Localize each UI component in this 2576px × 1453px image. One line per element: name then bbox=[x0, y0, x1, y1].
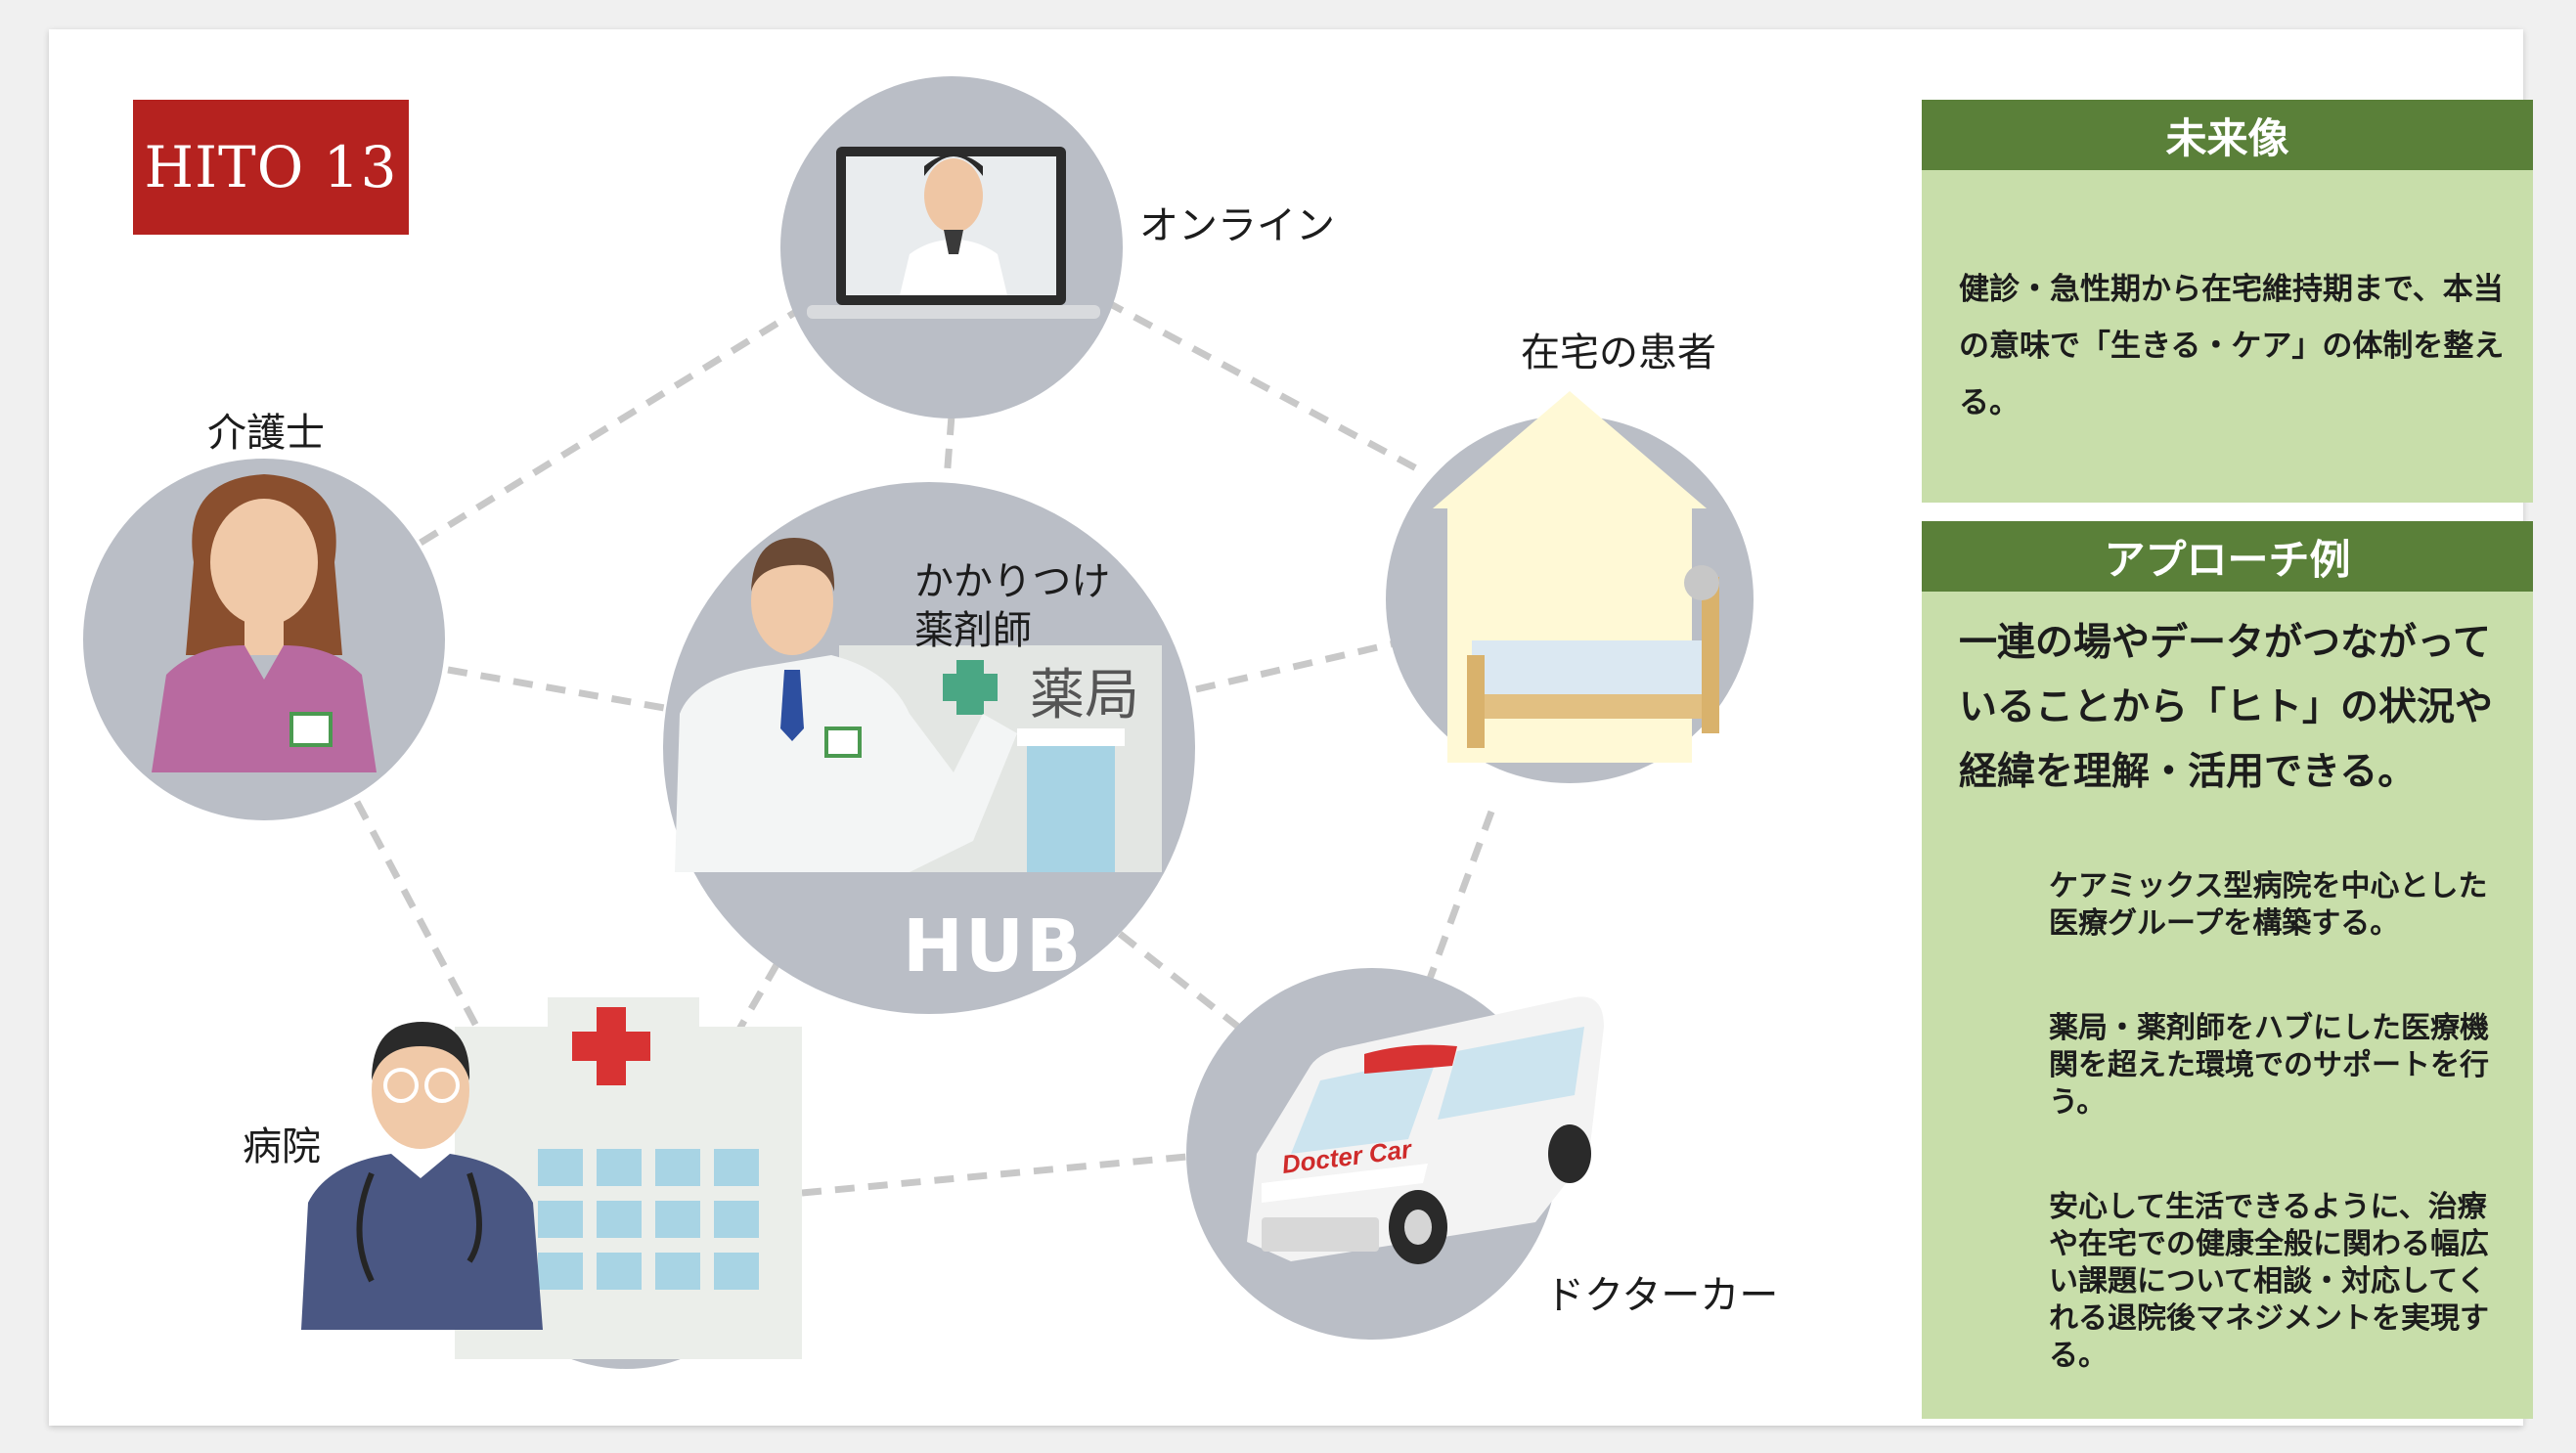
panel-approach-title: アプローチ例 bbox=[1922, 521, 2533, 592]
approach-item: ケアミックス型病院を中心とした医療グループを構築する。 bbox=[2049, 869, 2488, 941]
hub-node bbox=[663, 482, 1195, 1014]
online-doctor-face bbox=[924, 158, 983, 233]
hospital-cross-icon bbox=[572, 1007, 650, 1085]
hub-label-line1: かかりつけ bbox=[914, 559, 1111, 604]
hub-text: HUB bbox=[903, 904, 1084, 989]
hub-label-line2: 薬剤師 bbox=[914, 608, 1032, 653]
approach-item: 安心して生活できるように、治療や在宅での健康全般に関わる幅広い課題について相談・… bbox=[2049, 1190, 2489, 1373]
doctor-car-node: Docter Car bbox=[1186, 968, 1604, 1340]
home-patient-node bbox=[1386, 391, 1754, 783]
hospital-node bbox=[301, 997, 802, 1369]
panel-approach-lead: 一連の場やデータがつながっていることから「ヒト」の状況や経緯を理解・活用できる。 bbox=[1959, 621, 2494, 794]
label-care-worker: 介護士 bbox=[207, 411, 325, 456]
label-hospital: 病院 bbox=[243, 1124, 321, 1169]
label-online: オンライン bbox=[1139, 203, 1335, 248]
care-worker-node bbox=[83, 459, 445, 820]
approach-item: 薬局・薬剤師をハブにした医療機関を超えた環境でのサポートを行う。 bbox=[2049, 1011, 2489, 1120]
pharmacist-face bbox=[751, 548, 833, 655]
online-node bbox=[780, 76, 1123, 418]
label-hub-pharmacist: かかりつけ 薬剤師 bbox=[914, 557, 1110, 655]
slide: Docter Car 薬局 HITO 13 オンライン 在宅の患者 介護士 病院… bbox=[49, 29, 2533, 1426]
label-doctor-car: ドクターカー bbox=[1545, 1273, 1779, 1318]
label-home-patient: 在宅の患者 bbox=[1521, 330, 1716, 375]
care-worker-figure bbox=[152, 474, 377, 772]
slide-badge: HITO 13 bbox=[133, 100, 409, 235]
network-diagram: Docter Car 薬局 bbox=[83, 76, 1754, 1369]
panel-future-title: 未来像 bbox=[1922, 100, 2533, 170]
panel-future-body: 健診・急性期から在宅維持期まで、本当の意味で「生きる・ケア」の体制を整える。 bbox=[1959, 272, 2505, 420]
doctor-face bbox=[372, 1032, 469, 1149]
panel-future-vision: 未来像 健診・急性期から在宅維持期まで、本当の意味で「生きる・ケア」の体制を整え… bbox=[1922, 100, 2533, 503]
pharmacy-sign-text: 薬局 bbox=[1030, 664, 1139, 727]
panel-approach: アプローチ例 一連の場やデータがつながっていることから「ヒト」の状況や経緯を理解… bbox=[1922, 521, 2533, 1419]
